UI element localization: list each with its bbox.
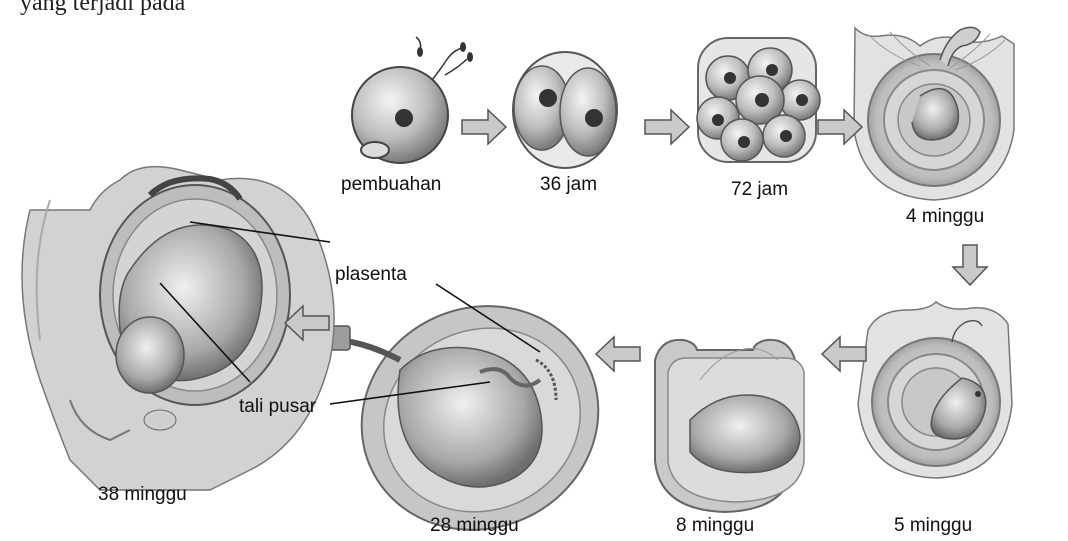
label-umbilical-cord: tali pusar	[239, 396, 316, 418]
label-5-weeks: 5 minggu	[894, 515, 972, 537]
arrow-fertilization-36h	[462, 110, 506, 144]
arrow-36h-72h	[645, 110, 689, 144]
cell-72h-figure	[697, 38, 820, 162]
embryo-8w-figure	[655, 340, 804, 512]
arrow-5w-8w	[822, 337, 866, 371]
fetus-28w-figure	[325, 268, 635, 541]
label-fertilization: pembuahan	[341, 174, 441, 196]
label-placenta: plasenta	[335, 264, 407, 286]
embryo-4w-figure	[854, 27, 1014, 200]
cell-36h-figure	[513, 52, 617, 168]
fetus-38w-figure	[22, 167, 334, 490]
label-36-hours: 36 jam	[540, 174, 597, 196]
label-4-weeks: 4 minggu	[906, 206, 984, 228]
label-72-hours: 72 jam	[731, 179, 788, 201]
label-28-weeks: 28 minggu	[430, 515, 519, 537]
embryo-5w-figure	[858, 302, 1012, 478]
arrow-8w-28w	[596, 337, 640, 371]
label-38-weeks: 38 minggu	[98, 484, 187, 506]
fertilization-egg-figure	[352, 37, 473, 163]
arrow-4w-5w	[953, 245, 987, 285]
label-8-weeks: 8 minggu	[676, 515, 754, 537]
